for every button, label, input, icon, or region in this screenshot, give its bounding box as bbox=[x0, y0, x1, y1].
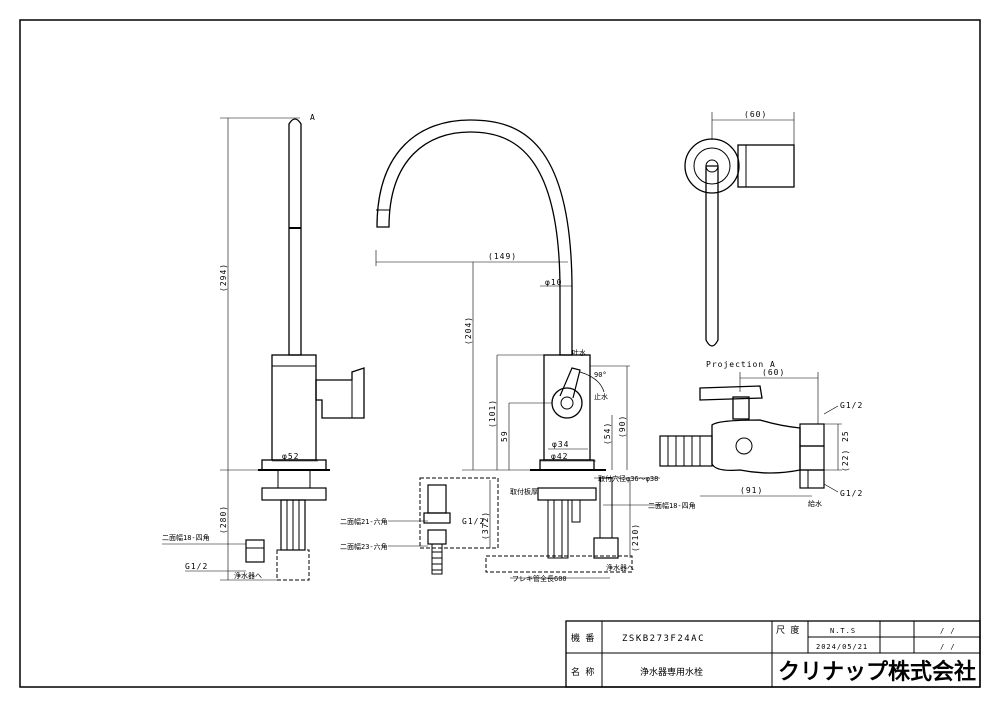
projection-dim-22: (22) bbox=[841, 449, 850, 472]
side-base bbox=[261, 459, 327, 471]
front-hose-note: フレキ管全長600 bbox=[512, 574, 567, 583]
side-view-label: A bbox=[310, 113, 316, 122]
side-tube bbox=[288, 118, 302, 356]
title-date-value: 2024/05/21 bbox=[816, 643, 868, 651]
side-view bbox=[162, 117, 365, 581]
front-hex-23: 二面幅23-六角 bbox=[340, 542, 388, 551]
side-filter-label: 浄水器へ bbox=[234, 571, 262, 580]
projection-a-view bbox=[659, 372, 842, 497]
front-dim-90: (90) bbox=[618, 415, 627, 438]
side-dim-294: (294) bbox=[219, 263, 228, 292]
projection-dim-91: (91) bbox=[740, 486, 763, 495]
front-board-note: 取付板厚 bbox=[510, 487, 538, 496]
projection-thread-bottom: G1/2 bbox=[840, 489, 863, 498]
side-lever bbox=[315, 367, 365, 419]
front-filter-label: 浄水器へ bbox=[606, 563, 634, 572]
front-dim-204: (204) bbox=[464, 316, 473, 345]
title-model-value: ZSKB273F24AC bbox=[622, 634, 705, 644]
front-view bbox=[375, 119, 660, 579]
company-logo: クリナップ株式会社 bbox=[778, 659, 976, 685]
front-handle bbox=[551, 387, 583, 419]
title-model-label: 機 番 bbox=[571, 632, 594, 644]
projection-dim-25: 25 bbox=[841, 430, 850, 442]
top-dim-60: (60) bbox=[744, 110, 767, 119]
front-hex-18: 二面幅18-四角 bbox=[648, 501, 696, 510]
side-dim-280: (280) bbox=[219, 505, 228, 534]
side-thread: G1/2 bbox=[185, 562, 208, 571]
title-rev-a: / / bbox=[940, 627, 956, 635]
side-dim-base-dia: φ52 bbox=[282, 452, 299, 461]
front-hex-21: 二面幅21-六角 bbox=[340, 517, 388, 526]
projection-supply-label: 給水 bbox=[808, 499, 822, 508]
front-thread: G1/2 bbox=[462, 517, 485, 526]
projection-dim-60: (60) bbox=[762, 368, 785, 377]
title-block bbox=[565, 620, 981, 688]
front-dim-101: (101) bbox=[488, 399, 497, 428]
projection-thread-top: G1/2 bbox=[840, 401, 863, 410]
drawing-frame bbox=[19, 19, 981, 688]
front-dim-base-dia: φ42 bbox=[551, 452, 568, 461]
front-dim-149: (149) bbox=[488, 252, 517, 261]
side-body bbox=[271, 354, 317, 461]
top-view-lever bbox=[705, 165, 719, 347]
front-dim-210: (210) bbox=[631, 523, 640, 552]
front-dim-spout-dia: φ10 bbox=[545, 278, 562, 287]
front-dim-handle-dia: φ34 bbox=[552, 440, 569, 449]
title-scale-value: N.T.S bbox=[830, 627, 856, 635]
top-view bbox=[684, 112, 795, 347]
side-hex-note: 二面幅18-四角 bbox=[162, 533, 210, 542]
title-name-value: 浄水器専用水栓 bbox=[640, 666, 703, 678]
title-rev-b: / / bbox=[940, 643, 956, 651]
front-base bbox=[539, 459, 595, 471]
front-lever-open: 止水 bbox=[594, 392, 608, 401]
front-spout bbox=[376, 119, 573, 356]
front-dim-54: (54) bbox=[603, 422, 612, 445]
front-rotation: 90° bbox=[594, 371, 607, 379]
front-lever-flow: 吐水 bbox=[572, 348, 586, 357]
front-dim-59: 59 bbox=[500, 430, 509, 442]
title-name-label: 名 称 bbox=[571, 666, 594, 678]
front-dim-372: (372) bbox=[481, 511, 490, 540]
title-scale-label: 尺 度 bbox=[776, 624, 799, 636]
projection-title: Projection A bbox=[706, 360, 776, 369]
front-hole-note: 取付穴径φ36～φ38 bbox=[598, 474, 658, 483]
